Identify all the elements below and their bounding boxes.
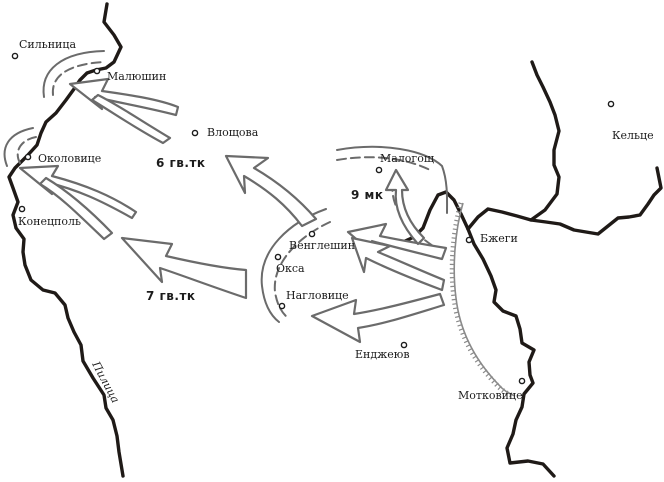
town-dot xyxy=(191,129,199,137)
front-line-malyushin xyxy=(42,50,105,98)
arrow-6gvtk xyxy=(224,154,318,228)
river-nida-upper xyxy=(466,60,561,231)
front-dash-okolovice xyxy=(16,136,37,164)
fortified-line-bzhegi xyxy=(453,202,516,397)
town-vengleshin: Венглешин xyxy=(289,230,355,252)
town-label: Окса xyxy=(276,262,305,275)
town-malyushin: Малюшин xyxy=(93,67,166,83)
town-label: Околовице xyxy=(38,152,101,165)
town-oksa: Окса xyxy=(274,253,305,275)
town-dot xyxy=(518,377,526,385)
front-dash-malogoshch-1 xyxy=(336,156,431,171)
arrow-okolovice-2 xyxy=(38,176,114,241)
town-dot xyxy=(274,253,282,261)
town-dot xyxy=(93,67,101,75)
unit-label-6gvtk: 6 гв.тк xyxy=(156,156,206,170)
town-endzheyuv: Енджеюв xyxy=(355,341,410,361)
town-label: Конецполь xyxy=(18,215,81,228)
arrow-endzheyuv xyxy=(310,292,446,344)
arrow-7gvtk xyxy=(120,236,248,300)
town-dot xyxy=(465,236,473,244)
front-line-malogoshch-outer xyxy=(336,145,449,214)
town-kieltse: Кельце xyxy=(607,100,654,142)
town-dot xyxy=(375,166,383,174)
front-dash-vengleshin-inner xyxy=(273,221,331,319)
town-label: Кельце xyxy=(612,129,654,142)
unit-label-9mk: 9 мк xyxy=(351,188,383,202)
town-label: Малюшин xyxy=(107,70,166,83)
town-bzhegi: Бжеги xyxy=(465,232,518,245)
town-label: Венглешин xyxy=(289,239,355,252)
river-nida-main xyxy=(466,227,556,478)
arrow-9mk-loop xyxy=(384,168,426,246)
arrow-upper-left-2 xyxy=(90,93,172,145)
town-dot xyxy=(308,230,316,238)
town-label: Малогощ xyxy=(380,152,434,165)
town-label: Бжеги xyxy=(480,232,518,245)
town-malogoshch: Малогощ xyxy=(375,152,434,174)
arrow-bzhegi-west-2 xyxy=(350,236,446,292)
town-konetspol: Конецполь xyxy=(18,205,81,228)
river-tributary-east xyxy=(529,166,663,236)
town-naglovitse: Нагловице xyxy=(278,289,349,310)
town-label: Сильница xyxy=(19,38,76,51)
front-dash-malyushin xyxy=(51,61,105,96)
front-line-okolovice xyxy=(3,127,34,167)
town-dot xyxy=(11,52,19,60)
town-silnitsa: Сильница xyxy=(11,38,76,60)
town-dot xyxy=(607,100,615,108)
town-label: Нагловице xyxy=(286,289,349,302)
town-dot xyxy=(278,302,286,310)
town-vloshchova: Влощова xyxy=(191,126,259,139)
town-motkovitse: Мотковице xyxy=(458,377,526,402)
town-label: Влощова xyxy=(207,126,259,139)
unit-label-7gvtk: 7 гв.тк xyxy=(146,289,196,303)
river-pilica xyxy=(7,2,125,478)
town-dot xyxy=(400,341,408,349)
town-dot xyxy=(18,205,26,213)
town-dot xyxy=(24,153,32,161)
town-label: Енджеюв xyxy=(355,348,410,361)
arrow-upper-left-1 xyxy=(68,77,180,117)
town-label: Мотковице xyxy=(458,389,523,402)
town-okolovice: Околовице xyxy=(24,152,101,165)
